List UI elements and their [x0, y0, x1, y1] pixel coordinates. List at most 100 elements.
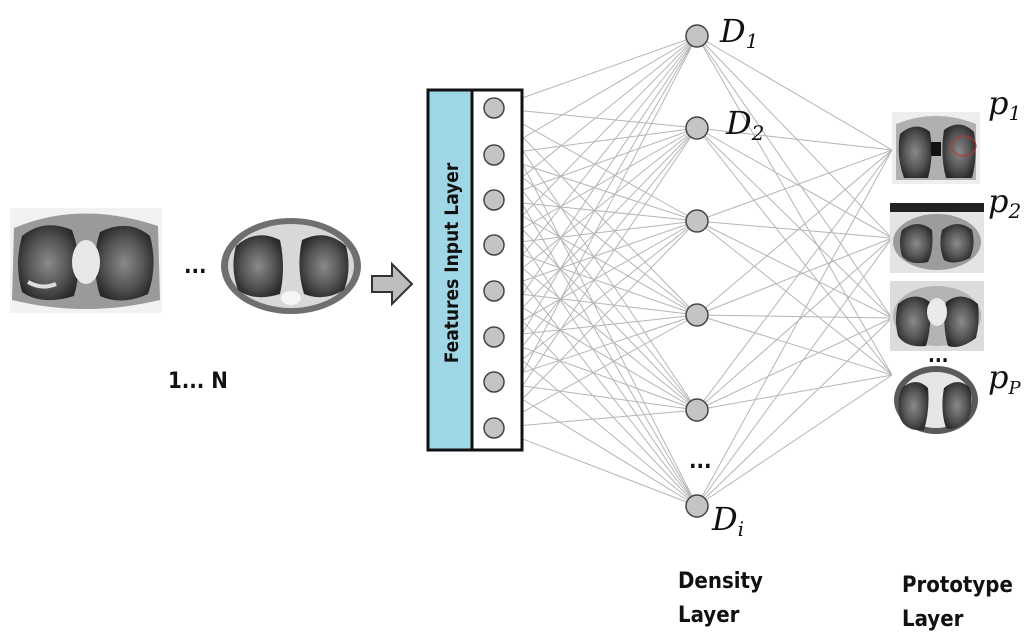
ct-scan-image-n	[218, 210, 364, 314]
input-density-edge	[493, 35, 698, 338]
density-prototype-edge	[696, 220, 893, 239]
density-node	[685, 24, 709, 48]
input-density-edge	[493, 290, 698, 507]
density-prototype-edge	[696, 237, 893, 507]
input-node	[483, 417, 505, 439]
prototype-image-3	[890, 281, 984, 351]
input-density-edge	[493, 409, 698, 429]
input-density-edge	[493, 290, 698, 316]
density-prototype-edge	[696, 127, 893, 319]
prototype-ellipsis: ...	[928, 343, 949, 367]
input-density-edge	[493, 314, 698, 429]
prototype-image-4	[892, 366, 980, 436]
density-prototype-edge	[696, 314, 893, 319]
features-input-layer-nodes-box	[470, 88, 524, 452]
density-node	[685, 398, 709, 422]
density-node	[685, 303, 709, 327]
input-node	[483, 280, 505, 302]
input-node	[483, 326, 505, 348]
input-density-edge	[493, 199, 698, 222]
input-density-edge	[493, 35, 698, 201]
density-prototype-edge	[696, 149, 893, 222]
input-density-edge	[493, 220, 698, 383]
input-density-edge	[493, 336, 698, 507]
input-density-edge	[493, 199, 698, 411]
input-density-edge	[493, 107, 698, 411]
input-node	[483, 371, 505, 393]
density-prototype-edge	[696, 149, 893, 507]
density-prototype-edge	[696, 374, 893, 507]
input-node	[483, 234, 505, 256]
input-density-edge	[493, 381, 698, 507]
input-density-edge	[493, 127, 698, 429]
density-prototype-edge	[696, 127, 893, 376]
input-density-edge	[493, 336, 698, 411]
prototype-label-p1: p1	[988, 84, 1021, 125]
density-prototype-edge	[696, 149, 893, 411]
density-prototype-edge	[696, 374, 893, 411]
input-density-edge	[493, 199, 698, 507]
density-prototype-edge	[696, 237, 893, 316]
input-density-edge	[493, 199, 698, 316]
input-density-edge	[493, 35, 698, 109]
input-density-edge	[493, 220, 698, 292]
input-density-edge	[493, 107, 698, 507]
input-density-edge	[493, 244, 698, 316]
input-range-label: 1... N	[168, 369, 228, 394]
input-density-edge	[493, 35, 698, 246]
density-prototype-edge	[696, 220, 893, 376]
input-node	[483, 97, 505, 119]
density-prototype-edge	[696, 35, 893, 151]
input-density-edge	[493, 290, 698, 411]
input-density-edge	[493, 154, 698, 411]
input-density-edge	[493, 127, 698, 156]
input-ellipsis: ...	[184, 254, 207, 279]
density-prototype-edge	[696, 35, 893, 239]
input-density-edge	[493, 35, 698, 383]
input-density-edge	[493, 154, 698, 507]
input-density-edge	[493, 35, 698, 292]
features-input-layer: Features Input Layer	[426, 88, 524, 452]
network-edges	[493, 35, 893, 507]
ct-scan-image-1	[10, 208, 162, 313]
input-density-edge	[493, 127, 698, 383]
input-density-edge	[493, 107, 698, 316]
density-prototype-edge	[696, 317, 893, 507]
density-prototype-edge	[696, 314, 893, 376]
density-ellipsis: ...	[689, 449, 712, 474]
density-prototype-edge	[696, 237, 893, 411]
density-node	[685, 116, 709, 140]
input-density-edge	[493, 427, 698, 507]
input-density-edge	[493, 220, 698, 429]
prototype-label-pp: pP	[988, 358, 1021, 399]
density-nodes	[685, 24, 709, 518]
prototype-layer-caption-line2: Layer	[902, 607, 964, 632]
input-node	[483, 144, 505, 166]
input-density-edge	[493, 35, 698, 429]
density-layer-caption-line1: Density	[678, 569, 763, 594]
density-prototype-edge	[696, 317, 893, 411]
input-density-edge	[493, 154, 698, 222]
input-density-edge	[493, 244, 698, 411]
input-density-edge	[493, 35, 698, 156]
input-density-edge	[493, 220, 698, 338]
input-density-edge	[493, 381, 698, 411]
density-prototype-edge	[696, 35, 893, 376]
prototype-image-1	[892, 112, 980, 184]
input-density-edge	[493, 244, 698, 507]
features-input-layer-label: Features Input Layer	[441, 162, 463, 363]
input-node	[483, 189, 505, 211]
density-prototype-edge	[696, 149, 893, 316]
input-nodes	[483, 97, 505, 439]
input-density-edge	[493, 314, 698, 338]
density-prototype-edge	[696, 127, 893, 151]
density-node	[685, 494, 709, 518]
density-prototype-edge	[696, 220, 893, 319]
density-node-label-d1: D1	[719, 12, 758, 53]
input-density-edge	[493, 314, 698, 383]
prototype-label-p2: p2	[988, 182, 1021, 223]
features-input-layer-label-box	[426, 88, 474, 452]
density-prototype-edge	[696, 127, 893, 239]
input-density-edge	[493, 154, 698, 316]
